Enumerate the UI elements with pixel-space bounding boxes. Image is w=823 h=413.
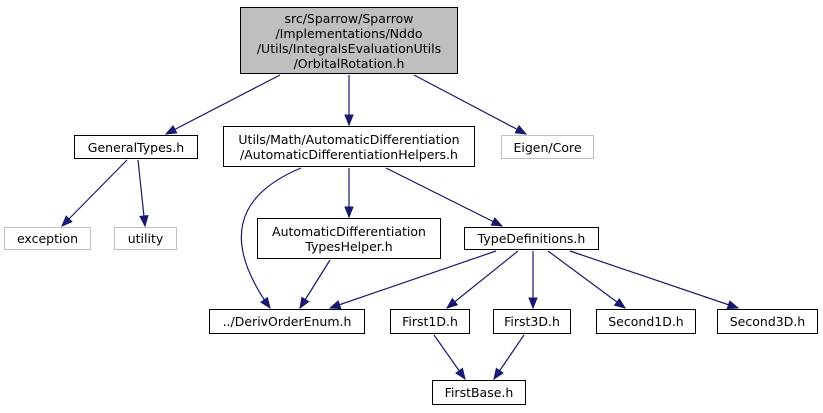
node-exception: exception	[4, 227, 91, 250]
edge-general_types-to-exception	[61, 159, 128, 227]
edge-type_definitions-to-second3d	[569, 250, 740, 310]
node-label: Eigen/Core	[513, 139, 582, 155]
node-label: exception	[16, 231, 79, 246]
edge-type_definitions-to-first3d	[528, 251, 538, 310]
edge-arrowhead	[514, 124, 528, 135]
edge-line	[547, 250, 626, 309]
edge-arrowhead	[299, 296, 310, 310]
edge-first3d-to-first_base	[493, 334, 525, 381]
node-label: TypeDefinitions.h	[477, 231, 586, 246]
node-line: /AutomaticDifferentiationHelpers.h	[240, 146, 458, 162]
node-first3d-h[interactable]: First3D.h	[493, 309, 571, 334]
node-line: src/Sparrow/Sparrow	[284, 10, 414, 26]
node-eigen-core: Eigen/Core	[501, 135, 594, 159]
edge-type_definitions-to-deriv_order_enum	[328, 250, 497, 310]
node-line: TypesHelper.h	[305, 238, 393, 254]
node-line: /OrbitalRotation.h	[293, 55, 405, 71]
node-label: Second1D.h	[608, 314, 684, 329]
node-first-base-h[interactable]: FirstBase.h	[432, 380, 526, 405]
edge-line	[385, 167, 503, 227]
edge-arrowhead	[61, 215, 73, 227]
edge-line	[61, 159, 128, 227]
node-second3d-h[interactable]: Second3D.h	[717, 309, 818, 334]
node-label: GeneralTypes.h	[87, 139, 185, 155]
edge-arrowhead	[613, 297, 627, 309]
edge-arrowhead	[490, 217, 504, 227]
edge-arrowhead	[344, 206, 354, 219]
edge-arrowhead	[344, 114, 354, 127]
node-general-types-h[interactable]: GeneralTypes.h	[74, 135, 198, 159]
node-line: Utils/Math/AutomaticDifferentiation	[238, 131, 460, 147]
edge-auto_diff_helpers-to-auto_diff_types_helper	[344, 168, 354, 219]
node-second1d-h[interactable]: Second1D.h	[596, 309, 696, 334]
node-line: AutomaticDifferentiation	[272, 223, 426, 239]
edge-auto_diff_helpers-to-deriv_order_enum	[240, 167, 302, 310]
edge-arrowhead	[528, 297, 538, 310]
edge-root-to-general_types	[164, 74, 281, 135]
node-automatic-differentiation-types-helper-h[interactable]: AutomaticDifferentiation TypesHelper.h	[257, 218, 441, 259]
node-line: /Implementations/Nddo	[275, 25, 423, 41]
edge-arrowhead	[493, 367, 504, 381]
edge-line	[240, 167, 302, 309]
node-automatic-differentiation-helpers-h[interactable]: Utils/Math/AutomaticDifferentiation /Aut…	[223, 126, 475, 167]
edge-auto_diff_types_helper-to-deriv_order_enum	[299, 259, 331, 310]
node-label: First3D.h	[504, 314, 560, 329]
node-label: FirstBase.h	[444, 385, 514, 400]
edge-general_types-to-utility	[137, 159, 149, 228]
edge-first1d-to-first_base	[433, 334, 466, 381]
node-first1d-h[interactable]: First1D.h	[390, 309, 470, 334]
node-label: First1D.h	[402, 314, 458, 329]
edge-arrowhead	[328, 300, 342, 310]
edge-type_definitions-to-first1d	[445, 250, 519, 309]
node-deriv-order-enum-h[interactable]: ../DerivOrderEnum.h	[209, 309, 365, 334]
edge-type_definitions-to-second1d	[547, 250, 627, 309]
edge-arrowhead	[260, 296, 271, 310]
edge-line	[446, 250, 519, 309]
edge-arrowhead	[726, 300, 740, 310]
edge-line	[329, 250, 497, 309]
edge-line	[413, 74, 527, 135]
node-orbital-rotation-h: src/Sparrow/Sparrow /Implementations/Ndd…	[240, 7, 458, 74]
edge-line	[137, 159, 146, 227]
edge-arrowhead	[455, 367, 466, 381]
edge-auto_diff_helpers-to-type_definitions	[385, 167, 504, 227]
node-utility: utility	[114, 227, 177, 250]
node-label: ../DerivOrderEnum.h	[222, 314, 352, 329]
edge-arrowhead	[139, 215, 149, 228]
edge-arrowhead	[445, 297, 459, 309]
edge-root-to-auto_diff_helpers	[344, 75, 354, 127]
edge-arrowhead	[164, 124, 178, 135]
node-line: /Utils/IntegralsEvaluationUtils	[256, 40, 442, 56]
edge-line	[165, 74, 281, 135]
node-type-definitions-h[interactable]: TypeDefinitions.h	[464, 227, 599, 250]
node-label: Second3D.h	[729, 314, 806, 329]
edge-root-to-eigen_core	[413, 74, 528, 135]
edge-line	[569, 250, 739, 309]
node-label: utility	[127, 231, 164, 246]
